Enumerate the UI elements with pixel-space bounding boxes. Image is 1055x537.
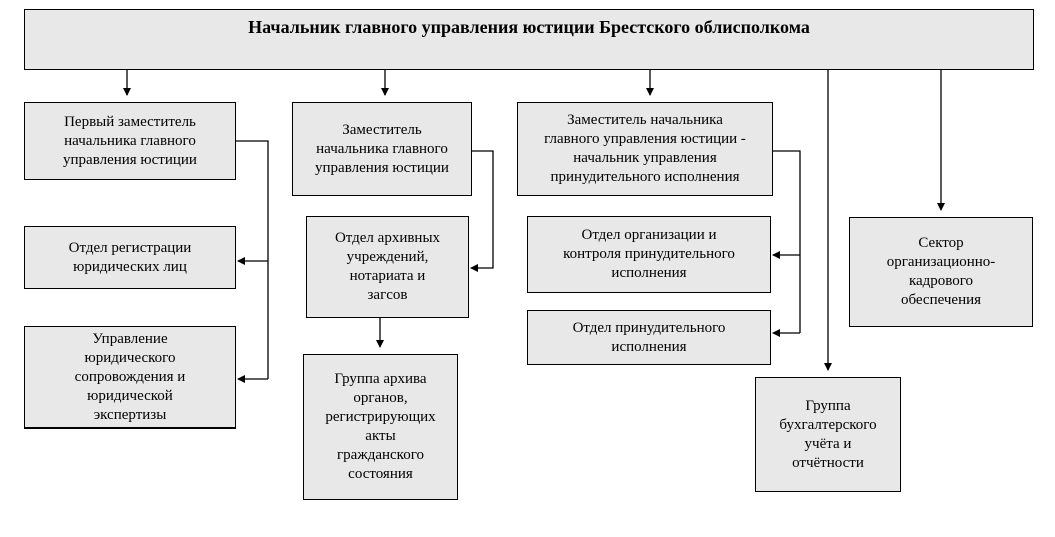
personnel-sector-box: Сектор организационно- кадрового обеспеч… [849,217,1033,327]
accounting-group-box: Группа бухгалтерского учёта и отчётности [755,377,901,492]
enforcement-dept-box: Отдел принудительного исполнения [527,310,771,365]
line-dep1-bracket [236,140,269,379]
deputy-box: Заместитель начальника главного управлен… [292,102,472,196]
archive-group-box: Группа архива органов, регистрирующих ак… [303,354,458,500]
first-deputy-box: Первый заместитель начальника главного у… [24,102,236,180]
enforcement-org-control-box: Отдел организации и контроля принудитель… [527,216,771,293]
head-box: Начальник главного управления юстиции Бр… [24,9,1034,70]
deputy-enforcement-box: Заместитель начальника главного управлен… [517,102,773,196]
legal-support-box: Управление юридического сопровождения и … [24,326,236,429]
registration-dept-box: Отдел регистрации юридических лиц [24,226,236,289]
archive-dept-box: Отдел архивных учреждений, нотариата и з… [306,216,469,318]
arrow-dep2-to-archive [470,150,494,272]
line-dep3-bracket [773,150,801,333]
